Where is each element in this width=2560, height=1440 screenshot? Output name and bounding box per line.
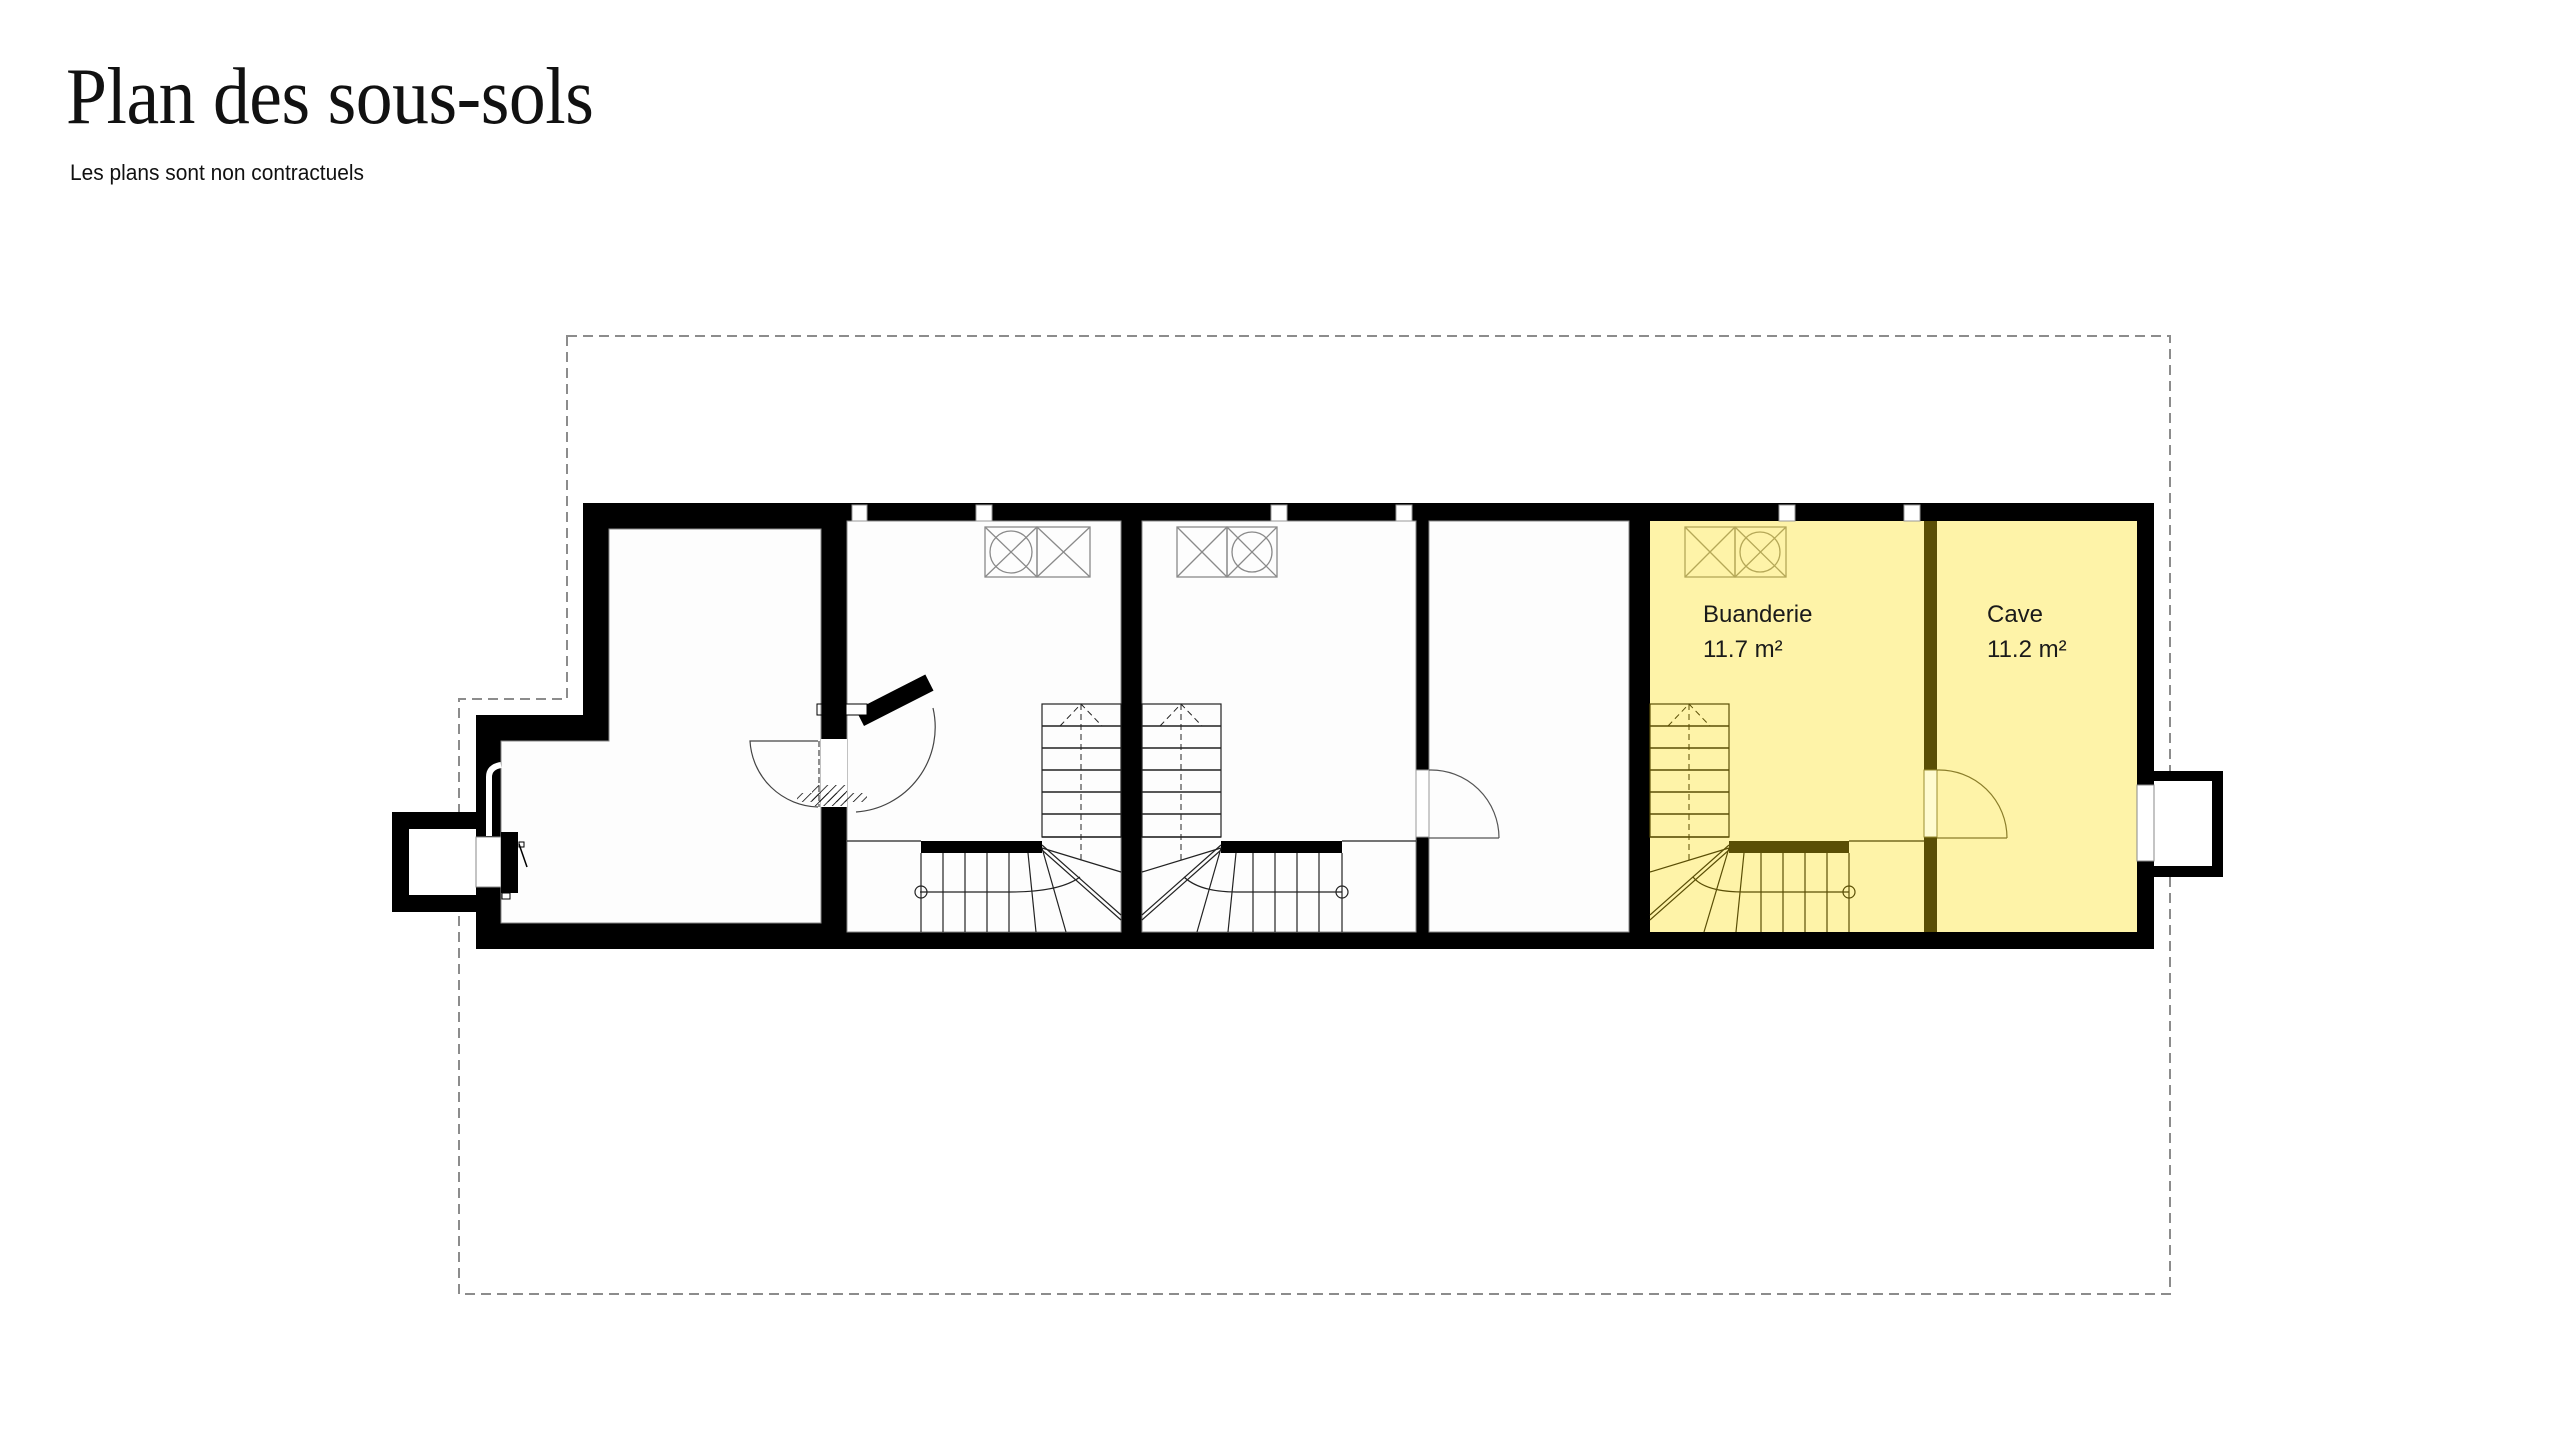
room-label-cave: Cave — [1987, 601, 2043, 628]
room-cave-floor[interactable] — [1937, 521, 2137, 932]
washer-dryer-fixture-icon — [1176, 526, 1278, 578]
page-title: Plan des sous-sols — [66, 53, 594, 141]
property-outline — [458, 335, 2171, 1295]
page-subtitle-disclaimer: Les plans sont non contractuels — [70, 160, 364, 185]
room-4-floor — [1428, 520, 1630, 933]
partition-wall-highlight — [1924, 521, 1937, 770]
room-area-cave: 11.2 m² — [1987, 636, 2067, 663]
stair-icon — [1141, 703, 1416, 933]
stair-icon — [1649, 703, 1924, 933]
washer-dryer-fixture-icon — [984, 526, 1091, 578]
room-label-buanderie: Buanderie — [1703, 601, 1812, 628]
room-area-buanderie: 11.7 m² — [1703, 636, 1783, 663]
stair-icon — [847, 703, 1122, 933]
washer-dryer-fixture-icon — [1684, 526, 1787, 578]
window-icon — [2136, 784, 2155, 862]
door-swing-icon[interactable] — [1936, 769, 2008, 839]
door-swing-icon[interactable] — [1428, 769, 1500, 839]
room-1-floor — [500, 528, 822, 924]
wall-vents — [851, 504, 1921, 522]
door-swing-icon[interactable] — [749, 707, 936, 813]
radiator-icon — [816, 674, 934, 726]
